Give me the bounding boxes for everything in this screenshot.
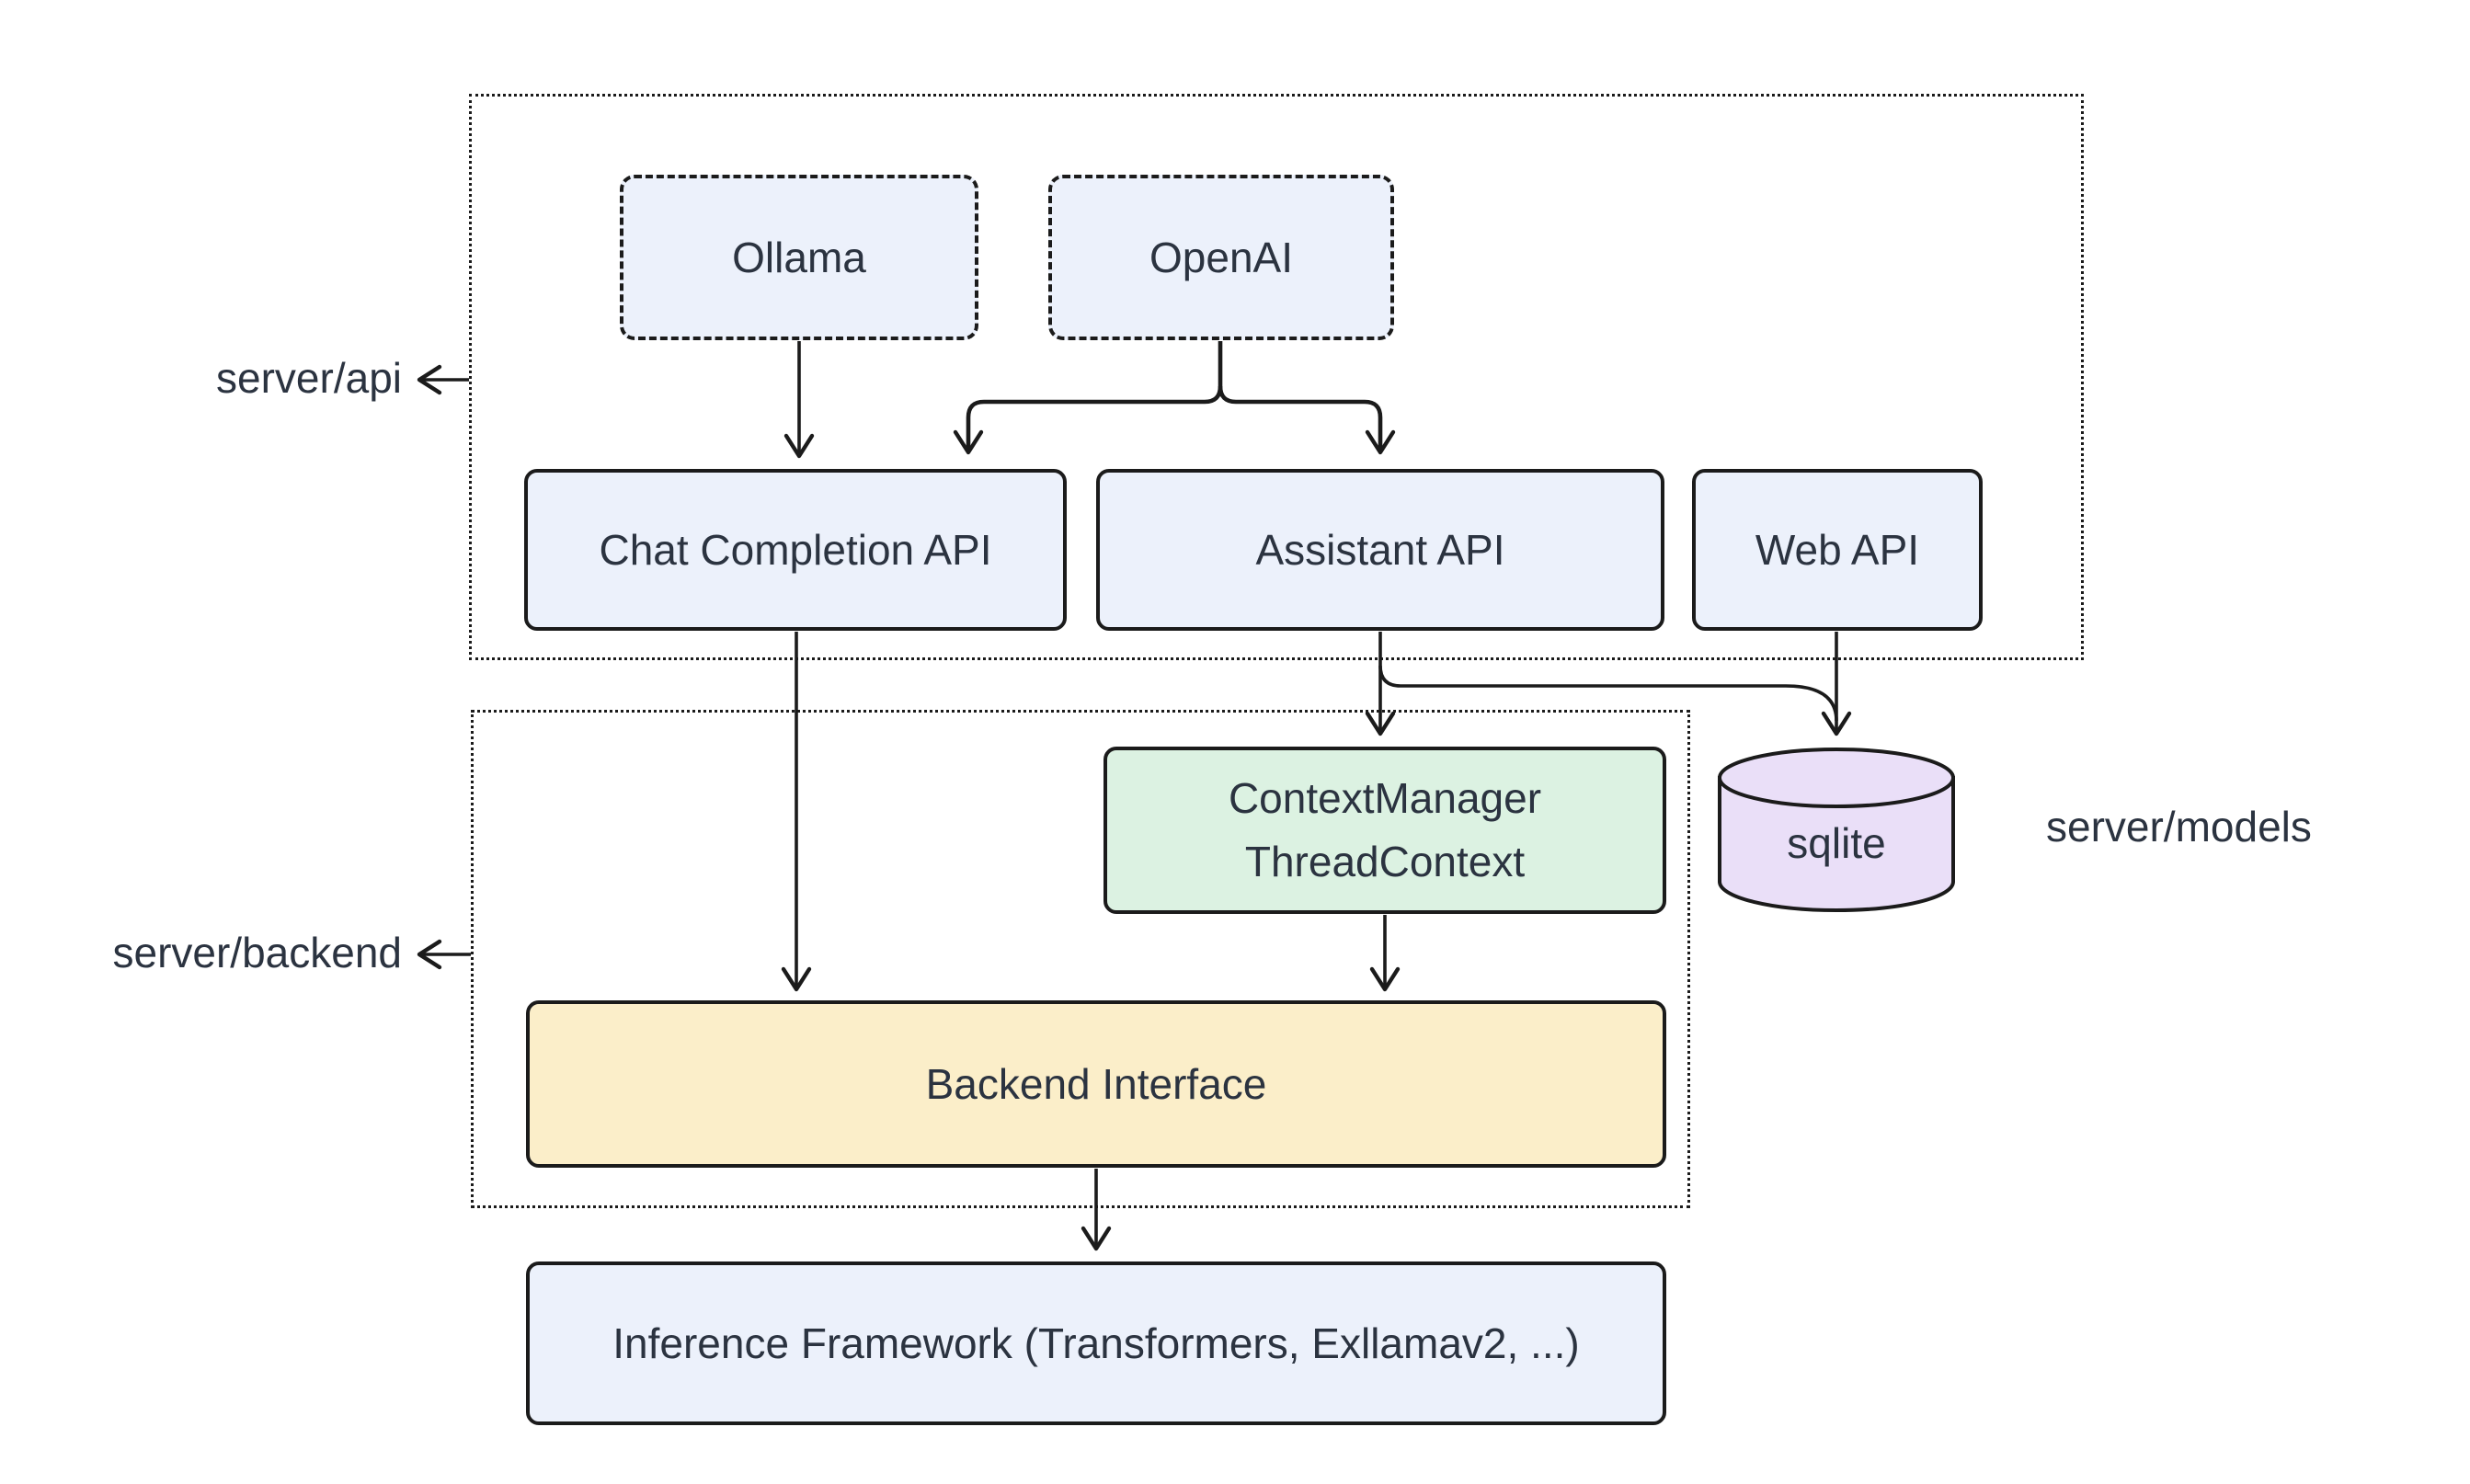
node-sqlite: sqlite (1720, 802, 1953, 885)
node-sqlite-label: sqlite (1787, 819, 1886, 867)
sqlite-cylinder-body (1718, 776, 1955, 912)
group-server-backend (471, 710, 1690, 1208)
group-server-api (469, 94, 2084, 660)
edge-assistant-to-sqlite (1378, 665, 1838, 722)
label-server-backend: server/backend (112, 929, 403, 976)
edge-openai-to-assistant (1218, 385, 1396, 455)
node-context-manager: ContextManager ThreadContext (1103, 747, 1666, 914)
node-backend-interface: Backend Interface (526, 1000, 1666, 1168)
node-web-api-label: Web API (1755, 525, 1920, 574)
node-ollama: Ollama (620, 175, 978, 340)
node-openai-label: OpenAI (1149, 233, 1293, 281)
node-chat-completion-api: Chat Completion API (524, 469, 1067, 631)
label-server-api: server/api (216, 354, 402, 402)
node-context-manager-label-line2: ThreadContext (1244, 838, 1526, 885)
node-web-api: Web API (1692, 469, 1983, 631)
node-inference-framework-label: Inference Framework (Transformers, Exlla… (612, 1318, 1580, 1367)
node-inference-framework: Inference Framework (Transformers, Exlla… (526, 1261, 1666, 1425)
sqlite-cylinder (1718, 748, 1955, 912)
edge-openai-to-chat-completion (953, 341, 1223, 455)
node-context-manager-label-line1: ContextManager (1228, 774, 1542, 822)
sqlite-cylinder-top (1718, 748, 1955, 808)
node-assistant-api-label: Assistant API (1255, 525, 1505, 574)
label-server-models: server/models (2046, 803, 2312, 850)
node-backend-interface-label: Backend Interface (925, 1059, 1267, 1108)
node-chat-completion-api-label: Chat Completion API (599, 525, 992, 574)
node-assistant-api: Assistant API (1096, 469, 1664, 631)
node-openai: OpenAI (1048, 175, 1394, 340)
node-ollama-label: Ollama (732, 233, 866, 281)
